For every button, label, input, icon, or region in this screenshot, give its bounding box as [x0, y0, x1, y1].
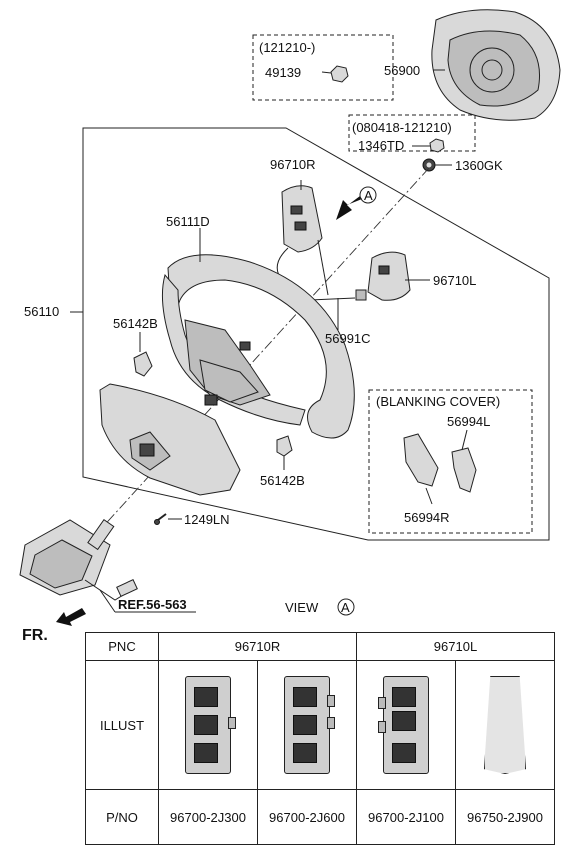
- label-56142B-top: 56142B: [113, 316, 158, 331]
- date-box-2: [348, 114, 476, 152]
- label-96710R: 96710R: [270, 157, 316, 172]
- illust-switch-2: [257, 660, 357, 790]
- view-arrow: [336, 196, 362, 220]
- label-56991C: 56991C: [325, 331, 371, 346]
- blanking-cover-illustration: [484, 676, 526, 774]
- fr-arrow: [56, 608, 86, 626]
- fr-label: FR.: [22, 627, 48, 644]
- label-56994R: 56994R: [404, 510, 450, 525]
- view-marker-letter: A: [364, 188, 373, 203]
- view-marker-circle: [359, 186, 377, 204]
- table-row-illust: ILLUST: [85, 660, 555, 790]
- airbag-module: [431, 9, 561, 121]
- assembly-frame: [82, 127, 550, 541]
- date-label-1: (121210-): [259, 40, 315, 55]
- pno-header: P/NO: [85, 789, 159, 845]
- label-56111D: 56111D: [166, 214, 210, 229]
- label-56142B-bottom: 56142B: [260, 473, 305, 488]
- illust-switch-3: [356, 660, 456, 790]
- label-56110: 56110: [24, 304, 59, 319]
- steering-column: [19, 518, 138, 601]
- steering-wheel: [161, 254, 355, 439]
- label-56994L: 56994L: [447, 414, 490, 429]
- pno-cell: 96700-2J300: [158, 789, 258, 845]
- nut-1346TD: [429, 138, 445, 153]
- switch-illustration: [378, 676, 429, 774]
- group-96710l: 96710L: [356, 632, 555, 661]
- clip-56142b-bottom: [276, 435, 293, 457]
- label-96710L: 96710L: [433, 273, 476, 288]
- illust-switch-1: [158, 660, 258, 790]
- nut-49139: [330, 65, 349, 83]
- label-1249LN: 1249LN: [184, 512, 230, 527]
- pno-cell: 96700-2J600: [257, 789, 357, 845]
- table-row-pno: P/NO 96700-2J300 96700-2J600 96700-2J100…: [85, 789, 555, 845]
- label-56900: 56900: [384, 63, 420, 78]
- illust-header: ILLUST: [85, 660, 159, 790]
- label-1360GK: 1360GK: [455, 158, 503, 173]
- pno-cell: 96750-2J900: [455, 789, 555, 845]
- blanking-cover-l: [451, 447, 477, 493]
- date-box-1: [252, 34, 394, 101]
- switch-96710r-part: [281, 185, 323, 253]
- label-49139: 49139: [265, 65, 301, 80]
- table-row-pnc: PNC 96710R 96710L: [85, 632, 555, 661]
- switch-illustration: [185, 676, 236, 774]
- bolt-1249ln: [154, 513, 167, 525]
- blanking-cover-r: [403, 433, 439, 487]
- view-label: VIEW: [285, 600, 319, 615]
- switch-illustration: [284, 676, 335, 774]
- view-circle: [337, 598, 355, 616]
- label-1346TD: 1346TD: [358, 138, 404, 153]
- blanking-cover-title: (BLANKING COVER): [376, 394, 500, 409]
- blanking-cover-box: [368, 389, 533, 534]
- pnc-table: PNC 96710R 96710L ILLUST P/NO: [85, 632, 555, 845]
- view-circle-letter: A: [341, 600, 350, 615]
- date-label-2: (080418-121210): [352, 120, 452, 135]
- ref-label: REF.56-563: [118, 597, 187, 612]
- illust-blanking-cover: [455, 660, 555, 790]
- switch-96710l-part: [367, 251, 411, 301]
- group-96710r: 96710R: [158, 632, 357, 661]
- pnc-header: PNC: [85, 632, 159, 661]
- washer-1360GK: [422, 158, 436, 172]
- center-line: [99, 167, 430, 531]
- clip-56142b-top: [133, 351, 153, 377]
- pno-cell: 96700-2J100: [356, 789, 456, 845]
- lower-cover: [99, 383, 241, 496]
